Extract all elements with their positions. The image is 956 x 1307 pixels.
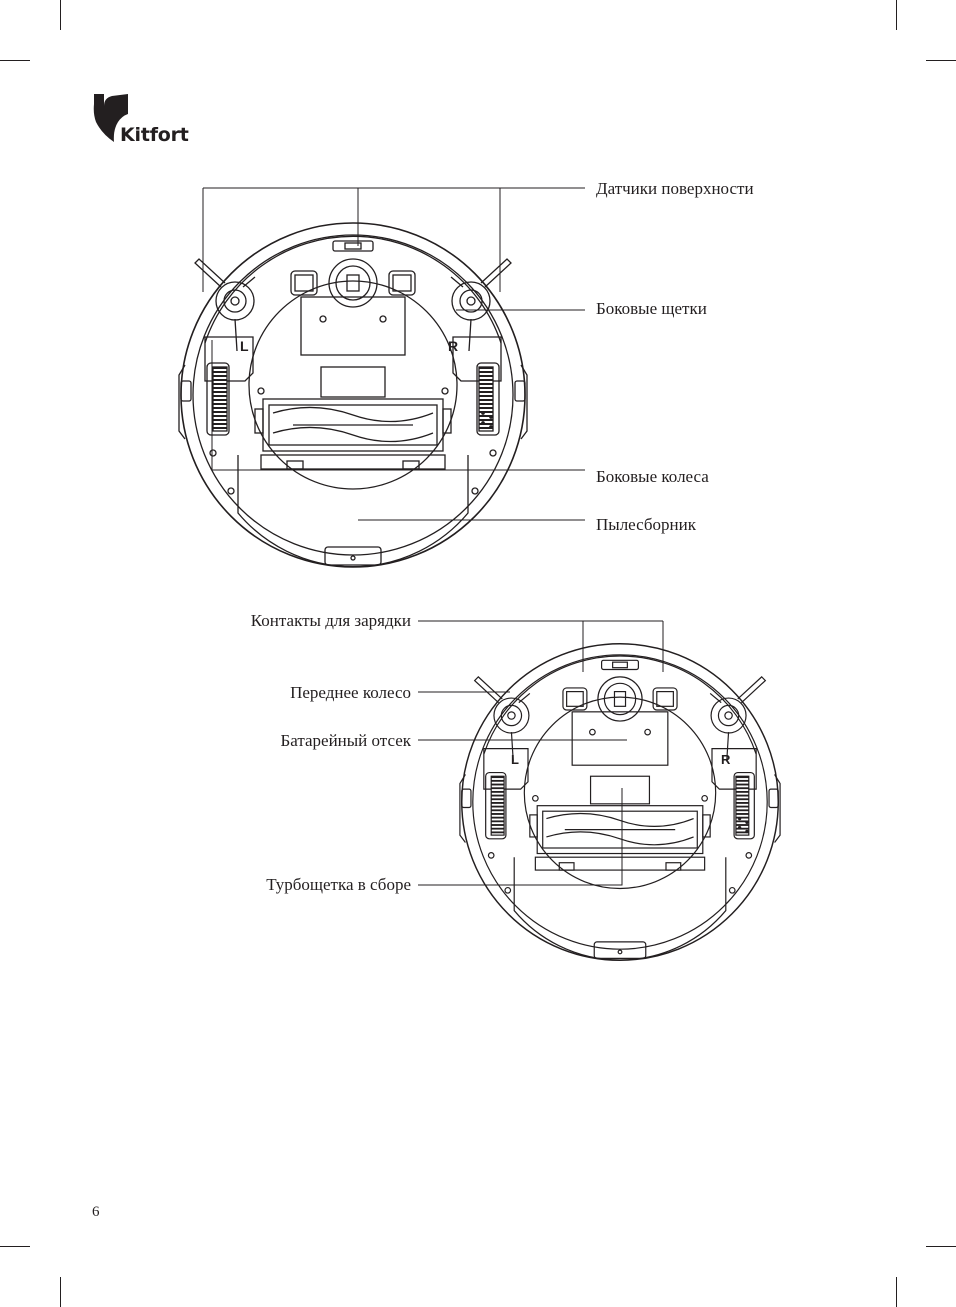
label-charging-contacts: Контакты для зарядки bbox=[250, 611, 411, 630]
page-number: 6 bbox=[92, 1204, 100, 1220]
label-turbo-brush: Турбощетка в сборе bbox=[266, 875, 411, 894]
robot-bottom-view-2 bbox=[459, 643, 781, 961]
figure1-leader-lines bbox=[202, 187, 585, 521]
label-surface-sensors: Датчики поверхности bbox=[596, 179, 754, 198]
crop-mark bbox=[896, 1277, 897, 1307]
label-dust-bin: Пылесборник bbox=[596, 515, 697, 534]
label-battery-compartment: Батарейный отсек bbox=[280, 731, 411, 750]
label-side-wheels: Боковые колеса bbox=[596, 467, 709, 486]
crop-mark bbox=[60, 0, 61, 30]
label-side-brushes: Боковые щетки bbox=[596, 299, 707, 318]
right-wheel-mark-2: R bbox=[721, 752, 731, 767]
brand-name: Kitfort bbox=[120, 124, 189, 146]
left-wheel-mark-2: L bbox=[511, 752, 519, 767]
kitfort-logo-icon bbox=[93, 94, 128, 142]
robot-bottom-view-1 bbox=[178, 222, 528, 568]
crop-mark bbox=[0, 1246, 30, 1247]
crop-mark bbox=[60, 1277, 61, 1307]
right-wheel-mark: R bbox=[448, 338, 458, 354]
crop-mark bbox=[0, 60, 30, 61]
crop-mark bbox=[926, 60, 956, 61]
left-wheel-mark: L bbox=[240, 338, 249, 354]
figure2-leader-lines bbox=[418, 620, 664, 886]
label-front-wheel: Переднее колесо bbox=[290, 683, 411, 702]
crop-mark bbox=[926, 1246, 956, 1247]
crop-mark bbox=[896, 0, 897, 30]
